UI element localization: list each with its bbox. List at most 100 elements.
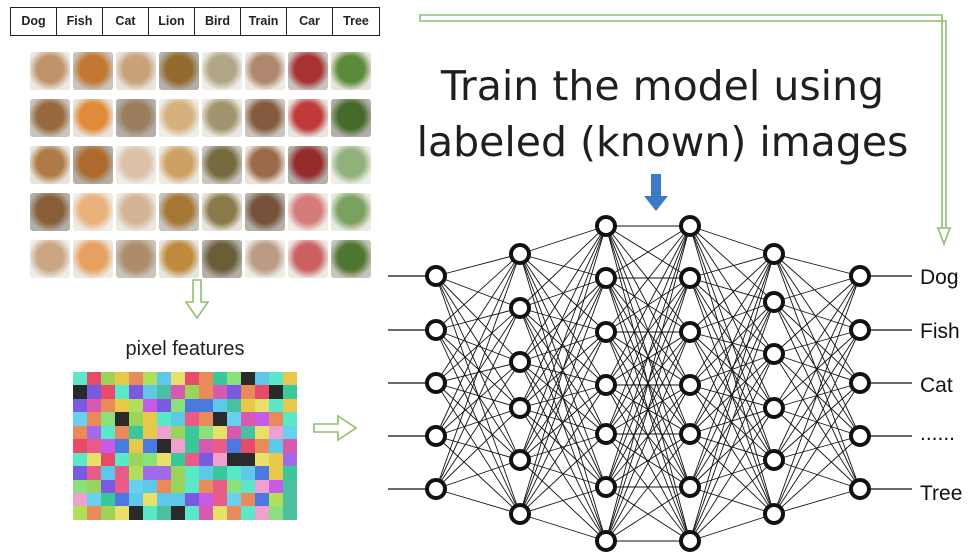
network-node	[425, 265, 447, 287]
pixel-cell	[115, 466, 129, 480]
pixel-features-label: pixel features	[125, 338, 245, 360]
pixel-cell	[199, 439, 213, 453]
network-connection	[605, 486, 691, 542]
network-node	[595, 267, 617, 289]
pixel-cell	[283, 479, 297, 493]
pixel-cell	[227, 439, 241, 453]
pixel-cell	[73, 439, 87, 453]
network-connection	[519, 331, 607, 515]
pixel-cell	[283, 452, 297, 467]
network-node	[679, 215, 701, 237]
pixel-cell	[185, 425, 199, 440]
pixel-cell	[269, 385, 283, 399]
pixel-cell	[185, 506, 199, 520]
thumb-car	[288, 240, 328, 278]
pixel-cell	[101, 492, 115, 507]
network-connection	[689, 253, 775, 386]
pixel-cell	[241, 479, 255, 493]
pixel-cell	[283, 398, 297, 413]
pixel-cell	[87, 452, 101, 467]
thumb-fish	[73, 99, 113, 137]
pixel-cell	[255, 385, 269, 399]
thumb-dog	[30, 240, 70, 278]
pixel-cell	[115, 412, 129, 426]
thumb-cat	[116, 52, 156, 90]
pixel-cell	[255, 506, 269, 520]
pixel-cell	[213, 439, 227, 453]
network-connection	[435, 488, 521, 515]
pixel-cell	[101, 372, 115, 386]
pixel-cell	[241, 452, 255, 467]
network-connection	[689, 459, 775, 542]
network-connection	[519, 331, 607, 363]
pixel-cell	[199, 466, 213, 480]
network-connection	[435, 407, 521, 490]
network-connection	[435, 253, 521, 437]
pixel-cell	[143, 506, 157, 520]
pixel-cell	[241, 425, 255, 440]
network-connection	[605, 225, 691, 386]
thumb-tree	[331, 146, 371, 184]
pixel-cell	[87, 372, 101, 386]
network-connection	[689, 277, 775, 461]
network-connection	[605, 384, 691, 542]
pixel-cell	[241, 466, 255, 480]
thumb-fish	[73, 240, 113, 278]
pixel-cell	[115, 506, 129, 520]
network-connection	[689, 384, 775, 515]
training-image-grid	[30, 52, 375, 283]
pixel-cell	[171, 466, 185, 480]
thumb-fish	[73, 146, 113, 184]
pixel-cell	[255, 425, 269, 440]
pixel-cell	[185, 492, 199, 507]
network-connection	[605, 225, 691, 279]
thumb-train	[245, 240, 285, 278]
network-connection	[605, 225, 691, 542]
pixel-cell	[171, 425, 185, 440]
network-connection	[689, 277, 775, 303]
pixel-cell	[129, 385, 143, 399]
network-connection	[773, 253, 861, 437]
thumb-dog	[30, 193, 70, 231]
output-label-more: ......	[920, 422, 956, 445]
pixel-cell	[143, 479, 157, 493]
thumb-bird	[202, 146, 242, 184]
pixel-cell	[185, 479, 199, 493]
network-connection	[689, 301, 775, 542]
pixel-cell	[143, 372, 157, 386]
pixel-cell	[171, 452, 185, 467]
network-node	[595, 321, 617, 343]
pixel-cell	[115, 439, 129, 453]
pixel-cell	[255, 398, 269, 413]
network-connection	[519, 407, 607, 435]
pixel-cell	[283, 466, 297, 480]
thumb-dog	[30, 52, 70, 90]
network-connection	[773, 329, 861, 515]
network-node	[763, 397, 785, 419]
network-node	[425, 372, 447, 394]
network-connection	[605, 225, 691, 488]
pixel-cell	[241, 492, 255, 507]
network-connection	[435, 253, 521, 490]
pixel-cell	[227, 506, 241, 520]
pixel-cell	[269, 452, 283, 467]
network-node	[763, 449, 785, 471]
pixel-cell	[129, 372, 143, 386]
pixel-cell	[73, 479, 87, 493]
network-connection	[773, 382, 861, 515]
pixel-cell	[129, 506, 143, 520]
pixel-cell	[101, 439, 115, 453]
diagram-title: Train the model using labeled (known) im…	[415, 58, 910, 170]
pixel-feature-mosaic	[73, 372, 297, 520]
network-node	[763, 343, 785, 365]
thumb-car	[288, 99, 328, 137]
network-node	[425, 319, 447, 341]
pixel-cell	[73, 466, 87, 480]
pixel-cell	[171, 412, 185, 426]
pixel-cell	[213, 452, 227, 467]
thumb-cat	[116, 99, 156, 137]
network-node	[679, 423, 701, 445]
label-to-output-arrow	[419, 14, 952, 247]
network-node	[679, 321, 701, 343]
network-connection	[605, 225, 691, 435]
